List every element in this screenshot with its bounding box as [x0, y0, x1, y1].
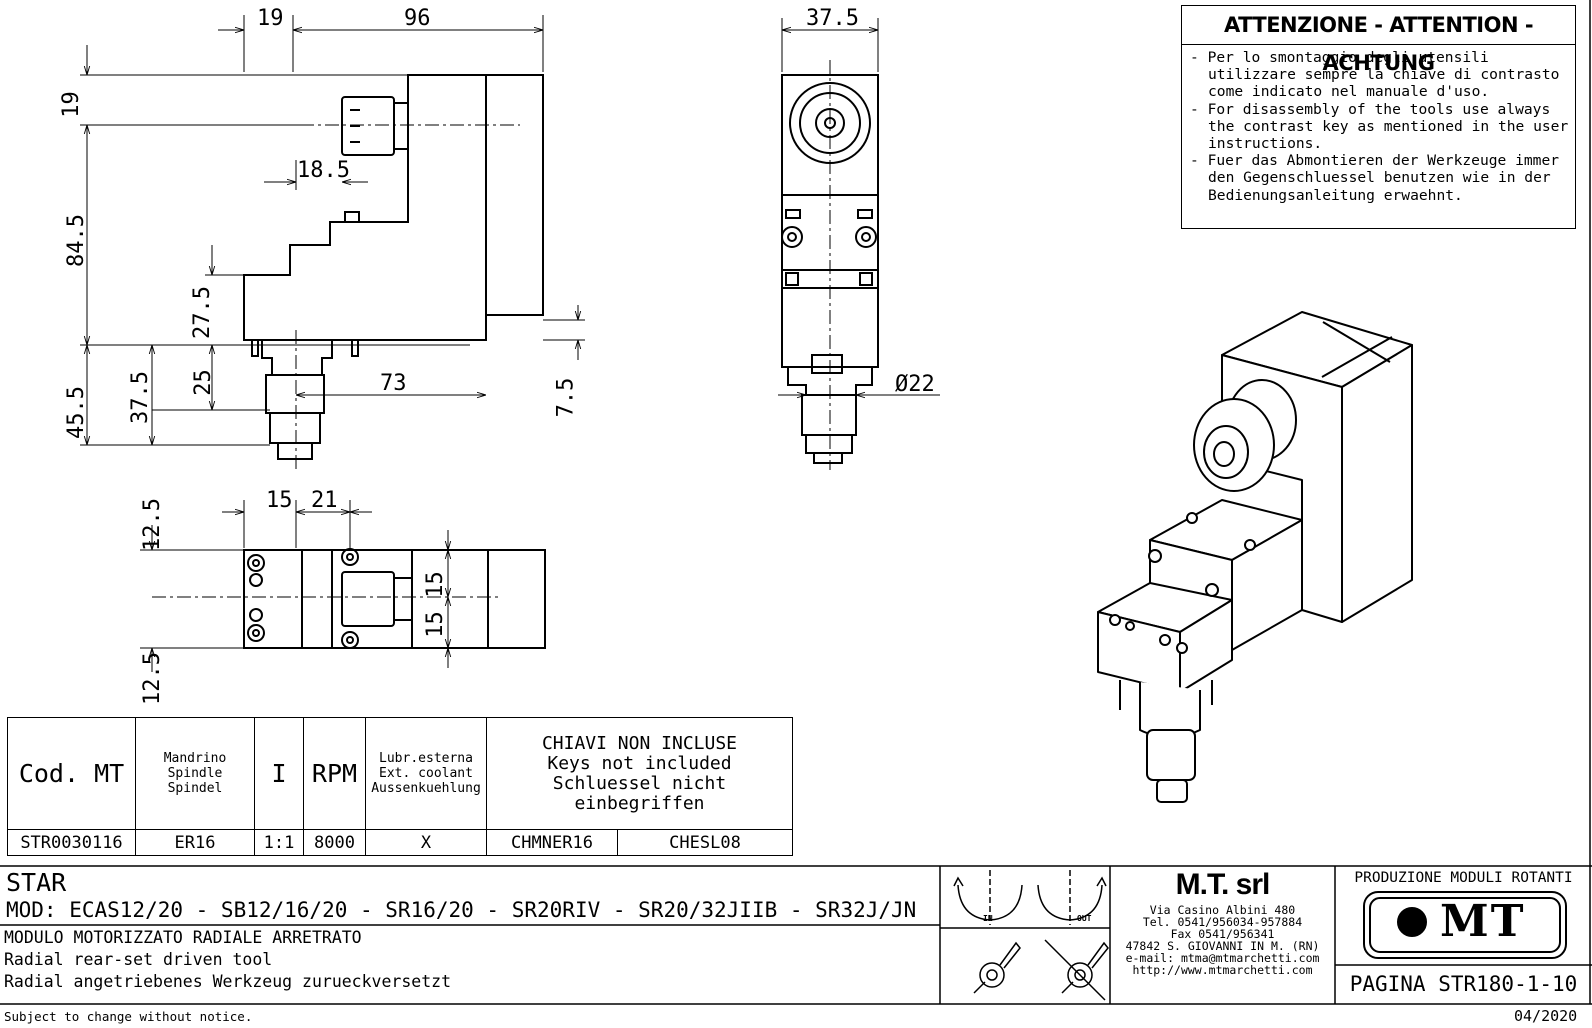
rotation-out-label: OUT	[1077, 914, 1092, 923]
warning-item-it: - Per lo smontaggio degli utensili utili…	[1190, 49, 1560, 101]
dim-dia-22: Ø22	[895, 372, 935, 397]
dim-25: 25	[190, 369, 216, 396]
side-view-centerlines	[295, 124, 520, 470]
cell-ratio: 1:1	[254, 829, 304, 856]
company-address: Via Casino Albini 480 Tel. 0541/956034-9…	[1125, 903, 1320, 977]
dim-plan-12-5-top: 12.5	[139, 498, 165, 551]
dim-45-5: 45.5	[63, 386, 89, 439]
isometric-view	[1097, 311, 1413, 803]
revision-date: 04/2020	[1514, 1007, 1578, 1025]
dim-37-5-top: 37.5	[806, 6, 859, 31]
dim-plan-15-b: 15	[422, 611, 448, 638]
dim-19-left: 19	[58, 91, 84, 118]
warning-box: ATTENZIONE - ATTENTION - ACHTUNG - Per l…	[1181, 5, 1576, 229]
header-code: Cod. MT	[7, 717, 136, 830]
plan-view-dimension-lines	[140, 500, 500, 672]
cell-key-1: CHMNER16	[486, 829, 618, 856]
dim-plan-15: 15	[266, 488, 293, 513]
plan-view	[243, 548, 546, 649]
dim-plan-15-a: 15	[422, 571, 448, 598]
dim-96: 96	[404, 6, 431, 31]
warning-title: ATTENZIONE - ATTENTION - ACHTUNG	[1182, 6, 1575, 75]
cell-key-2: CHESL08	[617, 829, 793, 856]
dim-7-5: 7.5	[553, 377, 579, 418]
dim-plan-12-5-bottom: 12.5	[139, 652, 165, 705]
title-block-frame	[0, 0, 1592, 1005]
page-code: PAGINA STR180-1-10	[1349, 972, 1578, 996]
side-view	[243, 74, 544, 460]
side-view-dimension-lines	[80, 15, 585, 446]
dim-27-5: 27.5	[189, 286, 215, 339]
cell-coolant: X	[365, 829, 487, 856]
mt-logo	[1363, 891, 1567, 959]
warning-item-en: - For disassembly of the tools use alway…	[1190, 100, 1569, 153]
dim-37-5-left: 37.5	[127, 371, 153, 424]
change-notice: Subject to change without notice.	[4, 1009, 253, 1024]
dim-18-5: 18.5	[297, 158, 350, 183]
cell-code: STR0030116	[7, 829, 136, 856]
model-list: MOD: ECAS12/20 - SB12/16/20 - SR16/20 - …	[6, 898, 917, 922]
cell-spindle: ER16	[135, 829, 255, 856]
dim-73: 73	[380, 371, 407, 396]
description-en: Radial rear-set driven tool	[4, 950, 273, 969]
logo-text: MT	[1440, 896, 1526, 947]
warning-list: - Per lo smontaggio degli utensili utili…	[1182, 49, 1575, 204]
production-label: PRODUZIONE MODULI ROTANTI	[1354, 870, 1573, 886]
header-ratio: I	[254, 717, 304, 830]
rotation-in-label: IN	[983, 914, 993, 923]
rotation-symbols	[953, 870, 1107, 925]
warning-item-de: - Fuer das Abmontieren der Werkzeuge imm…	[1190, 152, 1560, 204]
wrench-icons	[973, 939, 1109, 1001]
cell-rpm: 8000	[303, 829, 366, 856]
header-rpm: RPM	[303, 717, 366, 830]
machine-name: STAR	[6, 868, 67, 897]
dim-84-5: 84.5	[63, 214, 89, 267]
front-view-dimension-lines	[778, 18, 940, 470]
company-name: M.T. srl	[1175, 868, 1271, 901]
dim-plan-21: 21	[311, 488, 338, 513]
dim-19-top: 19	[257, 6, 284, 31]
description-de: Radial angetriebenes Werkzeug zurueckver…	[4, 972, 452, 991]
description-it: MODULO MOTORIZZATO RADIALE ARRETRATO	[4, 928, 362, 947]
